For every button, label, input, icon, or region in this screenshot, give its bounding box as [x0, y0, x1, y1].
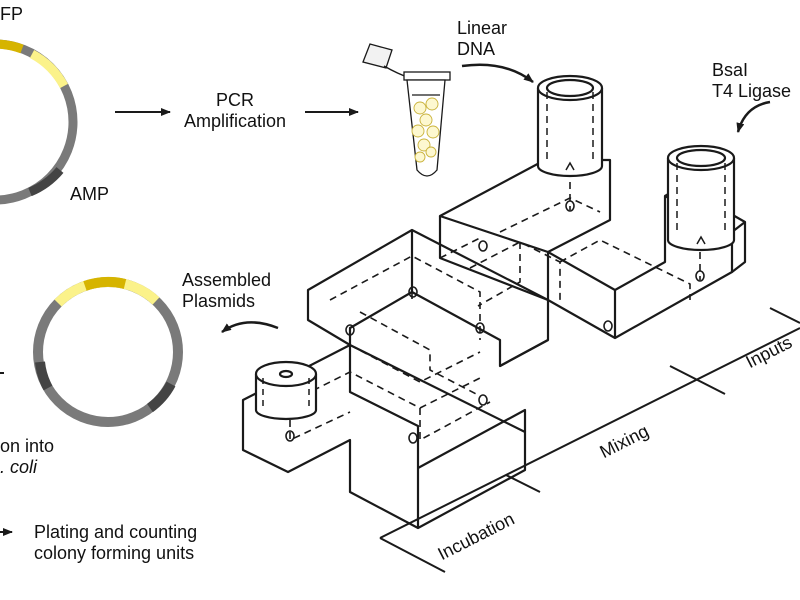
assembled-line2: Plasmids: [182, 291, 256, 311]
input-reservoir-1: [536, 74, 604, 178]
pcr-label-line1: PCR: [215, 90, 254, 110]
dark-segment: [35, 361, 53, 391]
bsai-label: BsaI: [712, 60, 749, 80]
hidden-channels: [269, 170, 701, 441]
chip-ports: [285, 200, 705, 444]
dna-beads: [411, 97, 440, 163]
linear-dna-label: Linear DNA: [457, 18, 507, 60]
arrow-assembled: [221, 321, 279, 334]
gfp-label: FP: [0, 4, 24, 24]
assembled-plasmids-label: Assembled Plasmids: [182, 270, 271, 312]
t4-ligase-label: T4 Ligase: [712, 81, 792, 101]
source-plasmid: [0, 39, 78, 205]
linear-dna-line1: Linear: [457, 18, 508, 38]
chip-middle-block: [306, 228, 550, 368]
amp-segment: [146, 381, 176, 413]
stage-axis: [379, 307, 800, 573]
amp-label: AMP: [70, 184, 110, 204]
plating-line2: colony forming units: [34, 543, 195, 563]
enzyme-label: BsaI T4 Ligase: [712, 60, 791, 102]
eppendorf-tube: [362, 43, 451, 177]
amp-segment: [28, 167, 64, 197]
plating-line1: Plating and counting: [34, 522, 198, 542]
assembled-plasmid: [33, 276, 183, 427]
gfp-segment-dark: [83, 277, 127, 291]
plating-label: Plating and counting colony forming unit…: [34, 522, 197, 564]
arrow-bsai: [736, 100, 771, 133]
output-reservoir: [254, 360, 318, 421]
transformation-label: on into . coli: [0, 436, 54, 478]
microfluidic-chip: [241, 158, 747, 530]
assembled-line1: Assembled: [182, 270, 272, 290]
gfp-segment-light: [29, 50, 68, 89]
gfp-segment-dark: [0, 39, 24, 54]
input-reservoir-2: [666, 144, 736, 252]
linear-dna-line2: DNA: [457, 39, 496, 59]
transformation-line2: . coli: [0, 457, 38, 477]
transformation-line1: on into: [0, 436, 55, 456]
pcr-label: PCR Amplification: [175, 90, 295, 132]
pcr-label-line2: Amplification: [183, 111, 287, 131]
arrow-linear-dna: [461, 63, 534, 83]
